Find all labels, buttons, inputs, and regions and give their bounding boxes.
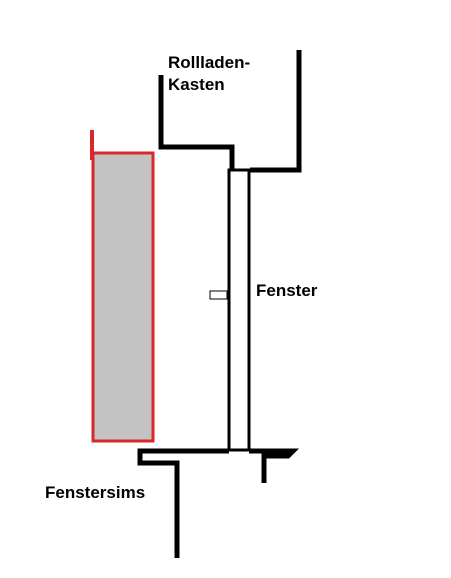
window-sill-outline xyxy=(137,448,229,558)
window-sill-outer xyxy=(249,448,300,483)
roller-shutter-box-right-wall xyxy=(250,50,302,173)
window-handle xyxy=(209,290,228,300)
roller-shutter xyxy=(91,151,155,443)
roller-shutter-box-outline xyxy=(158,75,235,170)
label-rollladen-line2: Kasten xyxy=(168,75,225,94)
window-frame xyxy=(227,168,251,452)
label-rollladen-line1: Rollladen- xyxy=(168,53,250,72)
label-fenstersims: Fenstersims xyxy=(45,483,145,502)
label-fenster: Fenster xyxy=(256,281,318,300)
